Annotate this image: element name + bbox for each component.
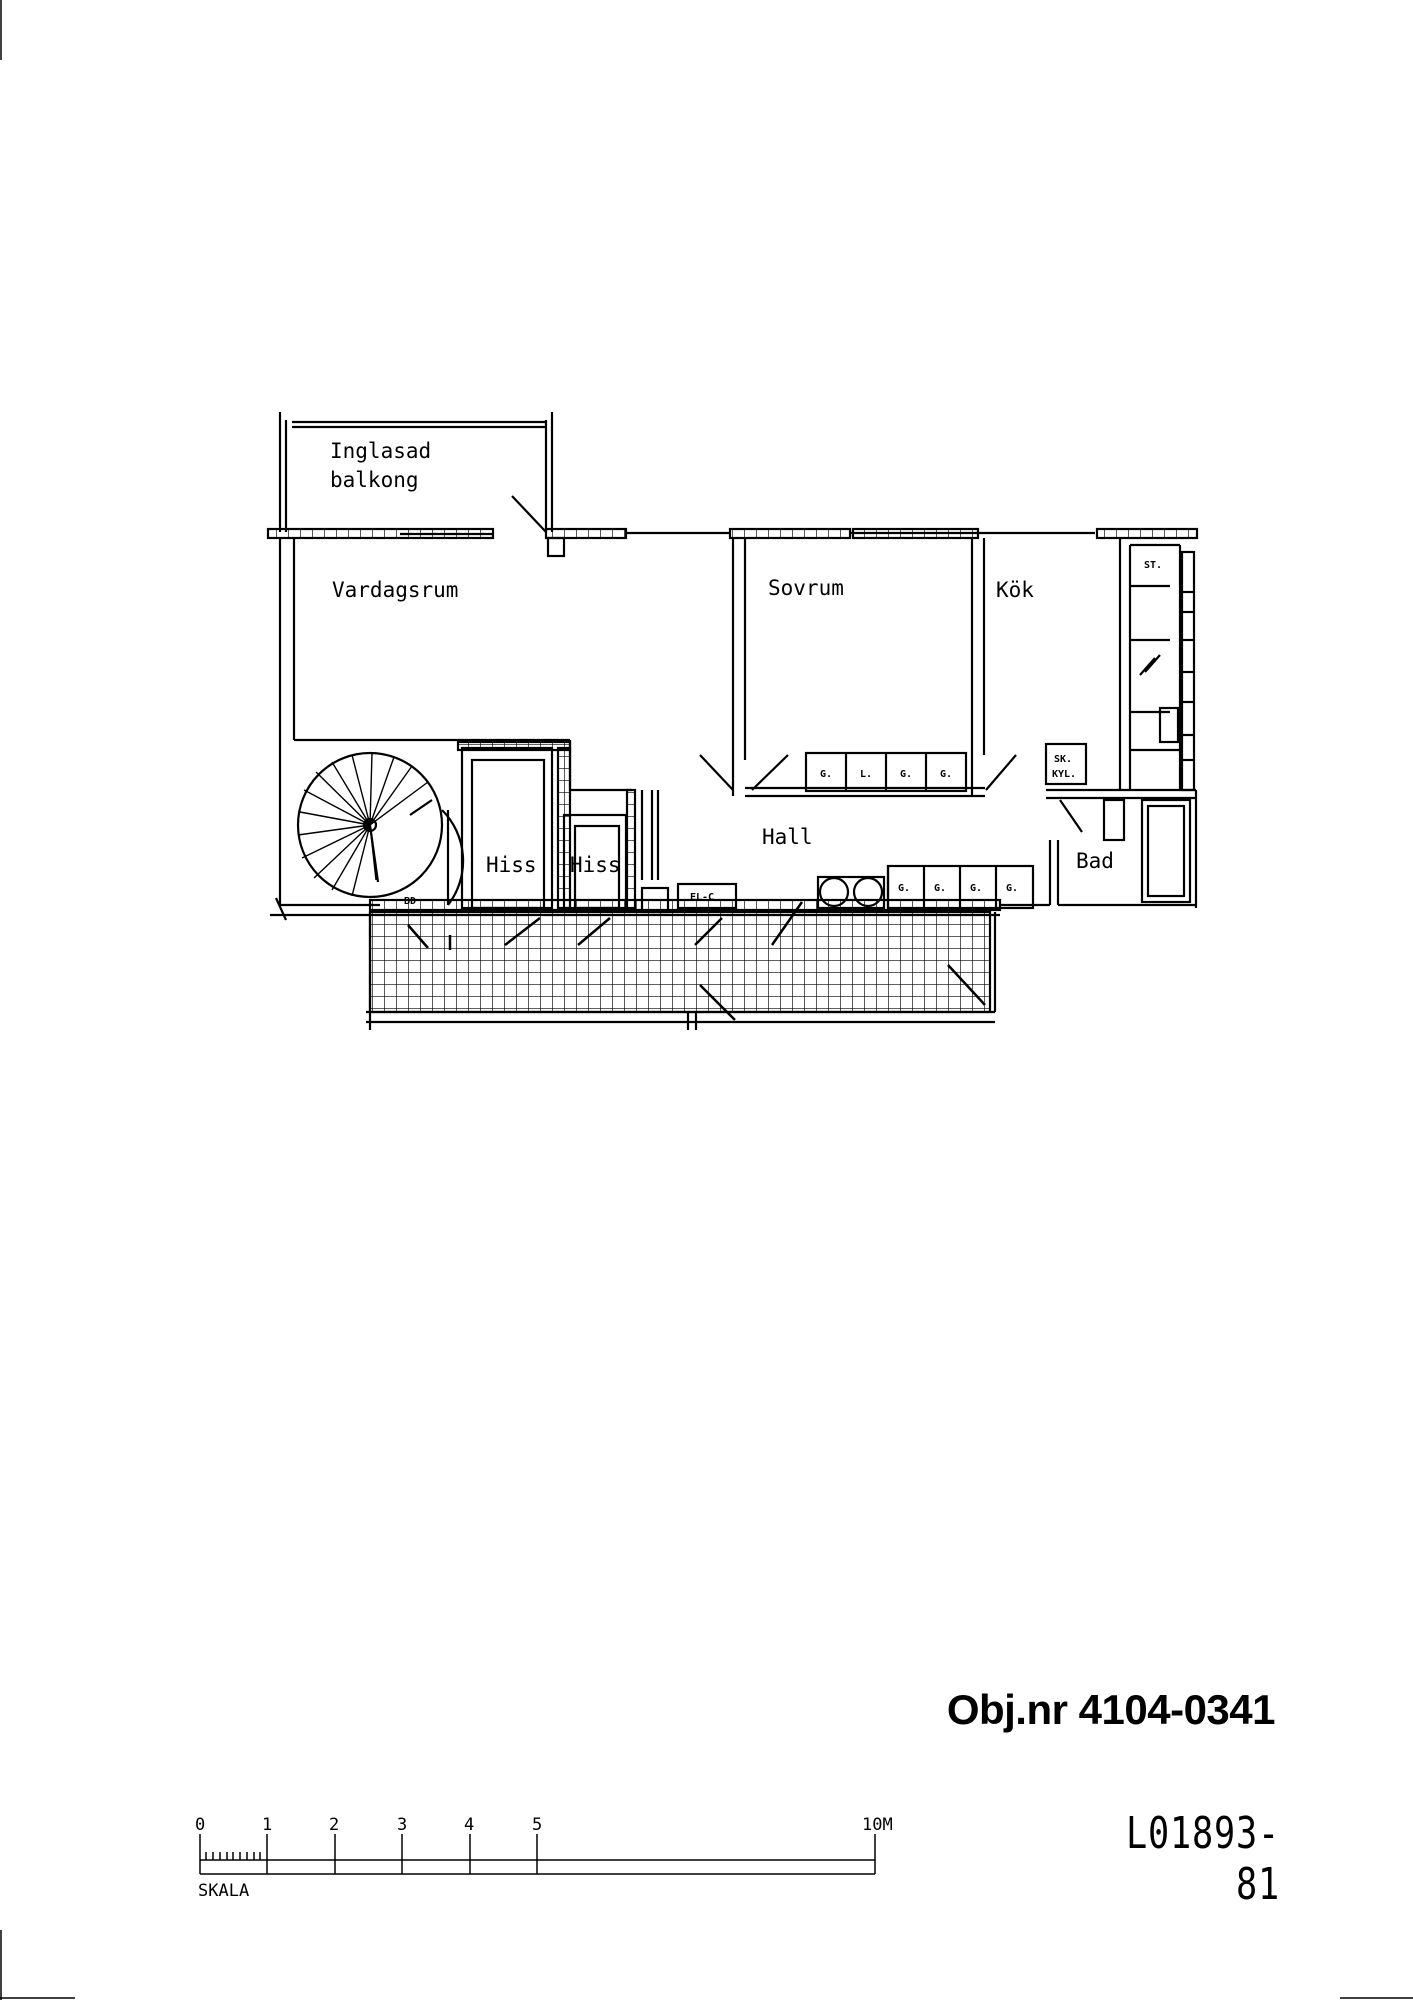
scale-labels: 0 1 2 3 4 5 10M SKALA: [195, 1815, 893, 1901]
object-number: Obj.nr 4104-0341: [946, 1686, 1276, 1733]
bedroom-label: Sovrum: [768, 576, 844, 600]
scale-label-5: 5: [532, 1815, 542, 1835]
lift-1-label: Hiss: [486, 853, 537, 877]
scale-label-4: 4: [464, 1815, 474, 1835]
fridge-label-line1: SK.: [1054, 754, 1072, 765]
scale-label-0: 0: [195, 1815, 205, 1835]
balcony-label-line1: Inglasad: [330, 439, 431, 463]
drawing-number: L01893-81: [1126, 1808, 1280, 1910]
hall-wardrobe-3: G.: [970, 883, 982, 894]
scale-label-1: 1: [262, 1815, 272, 1835]
bedroom-wardrobe-4: G.: [940, 769, 952, 780]
hall-wardrobe-4: G.: [1006, 883, 1018, 894]
bath-label: Bad: [1076, 849, 1114, 873]
living-room-label: Vardagsrum: [332, 578, 458, 602]
scale-label-10m: 10M: [862, 1815, 893, 1835]
bd-label: BD: [404, 896, 416, 907]
electrical-cabinet-label: EL-C: [690, 892, 714, 903]
hall-label: Hall: [762, 825, 813, 849]
fridge-label-line2: KYL.: [1052, 769, 1076, 780]
stove-label: ST.: [1144, 560, 1162, 571]
scale-label-3: 3: [397, 1815, 407, 1835]
walls: [266, 412, 1199, 1030]
balcony-label-line2: balkong: [330, 468, 419, 492]
lift-2-label: Hiss: [570, 853, 621, 877]
scale-bar: [199, 1834, 876, 1875]
bedroom-wardrobe-2: L.: [860, 769, 872, 780]
kitchen-label: Kök: [996, 578, 1034, 602]
room-labels: Inglasad balkong Vardagsrum Sovrum Kök H…: [330, 439, 1114, 877]
hall-wardrobe-2: G.: [934, 883, 946, 894]
fixture-labels: G. L. G. G. G. G. G. G. ST. SK. KYL. EL-…: [404, 560, 1162, 907]
scale-label-2: 2: [329, 1815, 339, 1835]
bedroom-wardrobe-3: G.: [900, 769, 912, 780]
bedroom-wardrobe-1: G.: [820, 769, 832, 780]
scale-title: SKALA: [198, 1881, 249, 1901]
hall-wardrobe-1: G.: [898, 883, 910, 894]
